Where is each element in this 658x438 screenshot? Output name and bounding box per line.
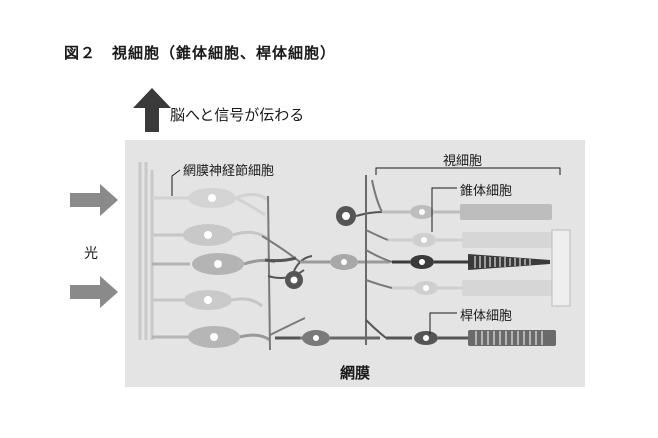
photoreceptor-label: 視細胞 [443, 154, 483, 169]
light-arrow-upper [70, 184, 118, 216]
light-label: 光 [84, 246, 98, 262]
cone-cell-label: 錐体細胞 [460, 184, 513, 199]
light-arrow-lower [70, 276, 118, 308]
retina-label: 網膜 [340, 364, 371, 382]
photoreceptor-bracket [375, 167, 561, 175]
rod-cell-label: 桿体細胞 [460, 309, 513, 324]
up-arrow-label: 脳へと信号が伝わる [170, 106, 305, 124]
ganglion-cell-label: 網膜神経節細胞 [183, 164, 275, 179]
figure-title: 図２ 視細胞（錐体細胞、桿体細胞） [64, 44, 337, 62]
outer-plexiform-layer [365, 175, 393, 345]
photoreceptors [382, 204, 571, 346]
interneuron-layer [261, 195, 390, 351]
leader-lines [171, 169, 457, 334]
up-arrow [133, 88, 171, 132]
